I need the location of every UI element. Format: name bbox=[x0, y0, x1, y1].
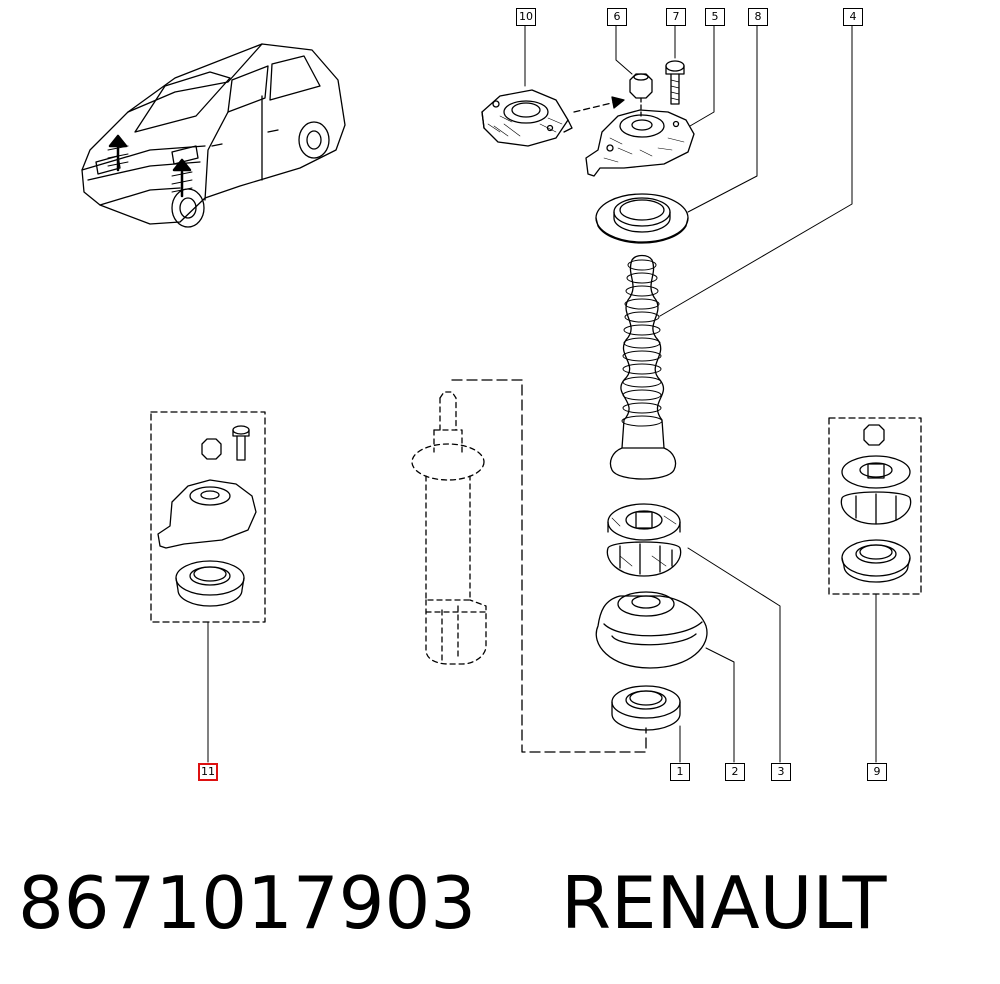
dashed-arrow-10-to-5 bbox=[573, 101, 617, 113]
part-5-strut-mount bbox=[585, 109, 695, 177]
kit-9-box bbox=[828, 417, 922, 595]
part-3-spring-seat bbox=[606, 503, 682, 577]
callout-5: 5 bbox=[705, 8, 725, 26]
part-number: 8671017903 bbox=[18, 861, 477, 945]
leader-lines bbox=[207, 25, 877, 763]
part-1-lower-ring bbox=[611, 685, 681, 731]
callout-6: 6 bbox=[607, 8, 627, 26]
part-7-bolt bbox=[665, 60, 685, 105]
callout-1: 1 bbox=[670, 763, 690, 781]
car-illustration bbox=[81, 43, 346, 228]
part-10-upper-plate bbox=[481, 89, 573, 147]
callout-7: 7 bbox=[666, 8, 686, 26]
callout-3: 3 bbox=[771, 763, 791, 781]
callout-10: 10 bbox=[516, 8, 536, 26]
arrowhead-10-to-5 bbox=[611, 96, 625, 109]
callout-9: 9 bbox=[867, 763, 887, 781]
kit-11-box bbox=[150, 411, 266, 623]
footer-caption: 8671017903 RENAULT bbox=[18, 858, 887, 948]
callout-11: 11 bbox=[198, 763, 218, 781]
callout-2: 2 bbox=[725, 763, 745, 781]
shock-absorber-reference bbox=[411, 391, 487, 665]
callout-4: 4 bbox=[843, 8, 863, 26]
part-4-dust-boot bbox=[609, 254, 677, 480]
shock-absorber-leader bbox=[451, 379, 647, 753]
part-8-bearing bbox=[595, 193, 689, 244]
brand-name: RENAULT bbox=[560, 861, 887, 945]
part-2-lower-cup bbox=[595, 591, 708, 669]
callout-8: 8 bbox=[748, 8, 768, 26]
